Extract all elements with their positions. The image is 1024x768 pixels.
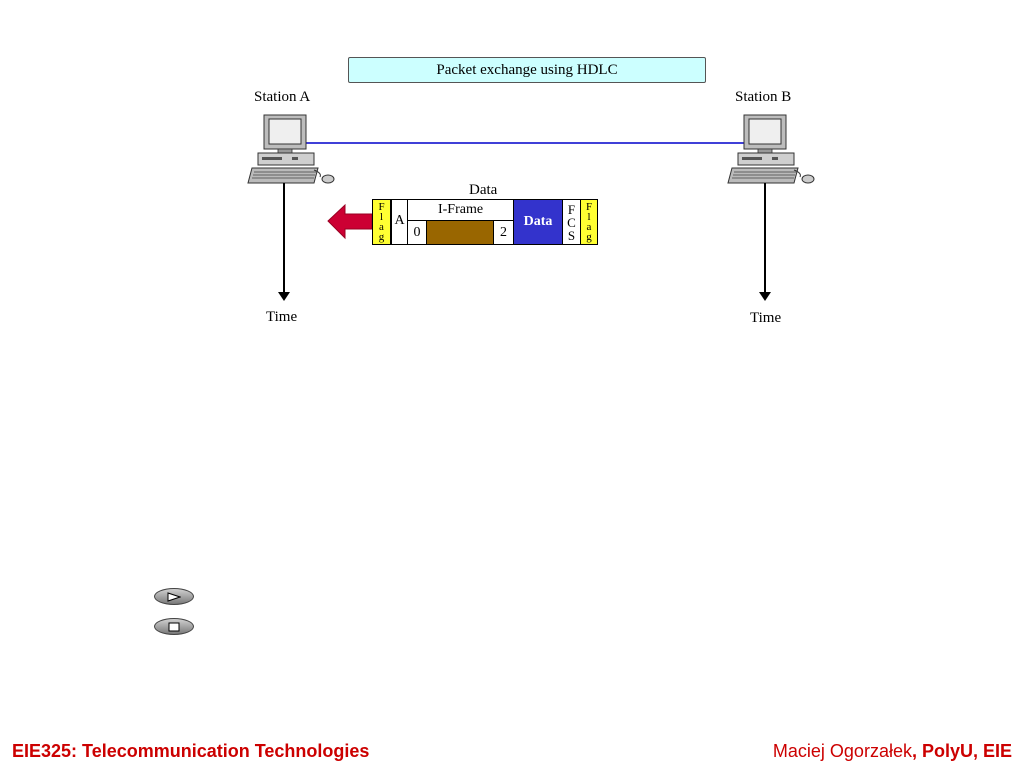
stop-icon <box>168 622 180 631</box>
computer-a-icon <box>247 114 335 184</box>
flag-left: F l a g <box>372 199 391 245</box>
institution: , PolyU, EIE <box>911 741 1012 761</box>
control-field-fill <box>426 220 494 245</box>
send-seq-number: 0 <box>407 220 427 245</box>
flag-right-char: F <box>585 201 593 213</box>
fcs-char: C <box>567 215 576 230</box>
flag-right-char: l <box>587 211 591 223</box>
flag-left-char: a <box>379 221 384 233</box>
fcs-field: F C S <box>562 199 581 245</box>
flag-right-char: a <box>586 221 592 233</box>
timeline-a-arrowhead <box>278 292 290 301</box>
course-title: EIE325: Telecommunication Technologies <box>12 741 370 761</box>
diagram-title: Packet exchange using HDLC <box>348 57 706 83</box>
time-b-label: Time <box>750 310 782 326</box>
data-block: Data <box>513 199 563 245</box>
flag-right-char: g <box>586 231 592 243</box>
play-button[interactable] <box>154 588 194 605</box>
fcs-char: F <box>567 202 576 217</box>
author-name: Maciej Ogorzałek <box>772 741 912 761</box>
author-line: Maciej Ogorzałek, PolyU, EIE <box>773 741 1012 762</box>
flag-right: F l a g <box>580 199 598 245</box>
timeline-b-arrowhead <box>759 292 771 301</box>
flag-left-char: g <box>378 231 385 243</box>
station-b-label: Station B <box>735 89 792 105</box>
flag-left-char: F <box>378 201 385 213</box>
time-a-label: Time <box>266 309 298 325</box>
station-a-label: Station A <box>254 89 311 105</box>
fcs-char: S <box>567 228 576 243</box>
play-icon <box>167 591 181 602</box>
ack-number: 2 <box>493 220 514 245</box>
frame-data-label: Data <box>469 182 498 198</box>
address-field: A <box>391 199 408 245</box>
computer-b-icon <box>727 114 815 184</box>
flag-left-char: l <box>379 211 384 223</box>
iframe-label: I-Frame <box>407 199 514 221</box>
direction-arrow-icon <box>327 203 373 240</box>
stop-button[interactable] <box>154 618 194 635</box>
